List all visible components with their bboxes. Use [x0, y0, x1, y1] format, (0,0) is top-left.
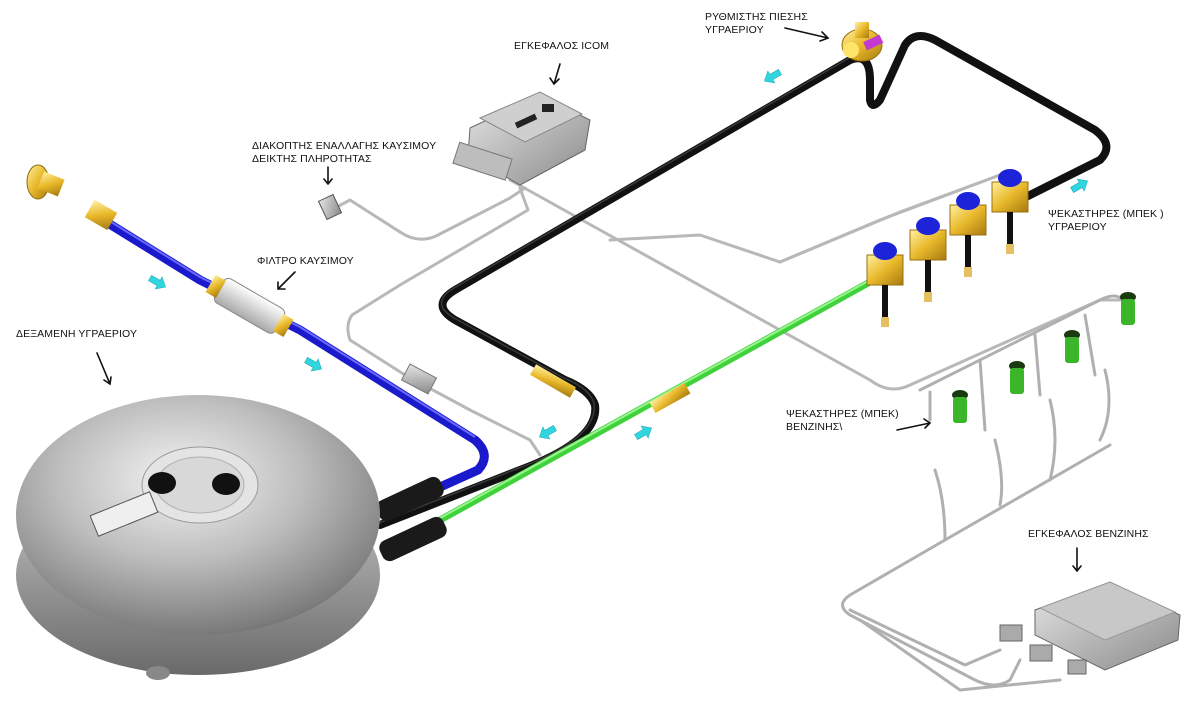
petrol-injector-rail [952, 292, 1136, 423]
label-petrol-injectors: ΨΕΚΑΣΤΗΡΕΣ (ΜΠΕΚ) ΒΕΝΖΙΝΗΣ\ [786, 408, 899, 433]
icom-ecu [452, 91, 591, 186]
petrol-injector [952, 390, 968, 423]
label-fuel-filter: ΦΙΛΤΡΟ ΚΑΥΣΙΜΟΥ [257, 255, 354, 267]
flow-arrow-icon [764, 69, 782, 84]
flow-arrow-icon [1070, 178, 1088, 193]
flow-arrow-icon [148, 275, 166, 290]
label-lpg-injectors: ΨΕΚΑΣΤΗΡΕΣ (ΜΠΕΚ ) ΥΓΡΑΕΡΙΟΥ [1048, 208, 1164, 233]
tank-hose-sleeves [376, 476, 447, 562]
fill-hose-blue [90, 210, 489, 510]
fill-hose-fitting [84, 199, 118, 231]
supply-hose-green [391, 278, 874, 549]
pointer-arrow-icon [1072, 547, 1082, 573]
petrol-injector [1064, 330, 1080, 363]
pointer-arrow-icon [549, 63, 561, 86]
flow-arrow-icon [634, 425, 652, 440]
label-petrol-ecu: ΕΓΚΕΦΑΛΟΣ ΒΕΝΖΙΝΗΣ [1028, 528, 1149, 540]
tank-valve-1 [148, 472, 176, 494]
lpg-injector [909, 217, 947, 302]
label-fuel-switch: ΔΙΑΚΟΠΤΗΣ ΕΝΑΛΛΑΓΗΣ ΚΑΥΣΙΜΟΥ ΔΕΙΚΤΗΣ ΠΛΗ… [252, 140, 437, 165]
filler-valve [26, 164, 118, 231]
tank-valve-2 [212, 473, 240, 495]
flow-arrow-icon [304, 357, 322, 372]
callout-arrows [96, 27, 1082, 573]
pressure-regulator [841, 22, 884, 62]
lpg-injector [949, 192, 987, 277]
vapour-hose-union [530, 364, 576, 398]
petrol-injector [1009, 361, 1025, 394]
flow-arrow-icon [539, 425, 557, 440]
lpg-injector [866, 242, 904, 327]
lpg-tank [16, 395, 380, 680]
ecu-connector-3 [1067, 659, 1087, 675]
petrol-ecu [999, 581, 1181, 675]
lpg-injector-rail [866, 169, 1029, 327]
pointer-arrow-icon [96, 352, 112, 386]
pointer-arrow-icon [896, 418, 932, 431]
supply-hose-union [649, 383, 691, 413]
flow-arrows [148, 69, 1088, 440]
ecu-connector-2 [1029, 644, 1053, 662]
fuel-switch [317, 193, 343, 221]
fuel-filter [205, 274, 294, 338]
pointer-arrow-icon [277, 271, 296, 290]
tank-data-plate [89, 491, 159, 537]
petrol-injector [1120, 292, 1136, 325]
lpg-injector [991, 169, 1029, 254]
pointer-arrow-icon [323, 166, 333, 186]
label-icom-ecu: ΕΓΚΕΦΑΛΟΣ ICOM [514, 40, 610, 52]
label-lpg-tank: ΔΕΞΑΜΕΝΗ ΥΓΡΑΕΡΙΟΥ [16, 328, 138, 340]
fuel-switch-connector [400, 363, 438, 395]
ecu-connector-1 [999, 624, 1023, 642]
label-pressure-regulator: ΡΥΘΜΙΣΤΗΣ ΠΙΕΣΗΣ ΥΓΡΑΕΡΙΟΥ [705, 11, 808, 36]
pointer-arrow-icon [784, 27, 830, 42]
